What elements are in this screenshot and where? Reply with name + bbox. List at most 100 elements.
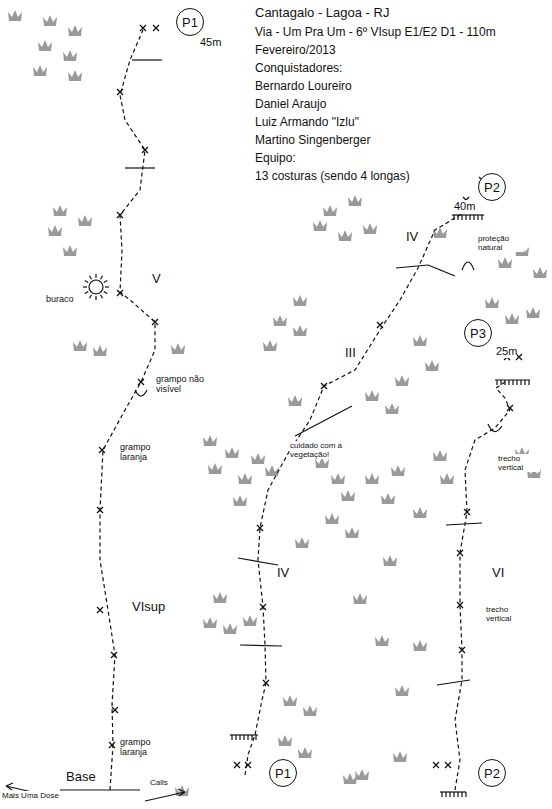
tuft bbox=[273, 315, 287, 326]
tuft bbox=[395, 375, 409, 386]
bolt bbox=[117, 89, 123, 95]
tuft bbox=[433, 227, 447, 238]
tuft bbox=[381, 493, 395, 504]
hatch bbox=[445, 792, 446, 797]
tuft bbox=[73, 340, 87, 351]
station-line bbox=[452, 214, 484, 215]
bolt bbox=[112, 707, 118, 713]
hatch bbox=[520, 380, 521, 385]
bolt bbox=[97, 607, 103, 613]
tuft bbox=[213, 592, 227, 603]
tuft bbox=[341, 490, 355, 501]
hatch bbox=[243, 735, 244, 740]
tuft bbox=[238, 473, 252, 484]
bolt-marks bbox=[97, 25, 522, 768]
bolt bbox=[464, 509, 470, 515]
tuft bbox=[383, 555, 397, 566]
hatch bbox=[453, 792, 454, 797]
hatch bbox=[235, 735, 236, 740]
tuft bbox=[293, 295, 307, 306]
belay-circle: P1 bbox=[269, 759, 297, 787]
tuft bbox=[63, 50, 77, 61]
bolt bbox=[109, 742, 115, 748]
tuft bbox=[395, 685, 409, 696]
tuft bbox=[343, 773, 357, 784]
hatch bbox=[469, 215, 470, 220]
tuft bbox=[355, 769, 369, 780]
bolt bbox=[245, 762, 251, 768]
neighbour-route: Calls bbox=[150, 778, 168, 787]
hatch bbox=[528, 380, 529, 385]
tuft bbox=[68, 70, 82, 81]
tuft bbox=[375, 635, 389, 646]
tuft bbox=[278, 735, 292, 746]
belay-number: P1 bbox=[182, 16, 198, 29]
pitch-length: 25m bbox=[496, 345, 517, 358]
tuft bbox=[365, 473, 379, 484]
tuft bbox=[526, 307, 540, 318]
bolt bbox=[117, 212, 123, 218]
belay-number: P3 bbox=[470, 327, 486, 340]
note: grampo laranja bbox=[120, 442, 168, 463]
tuft bbox=[425, 360, 439, 371]
tuft bbox=[365, 390, 379, 401]
tuft bbox=[33, 65, 47, 76]
hatch bbox=[461, 792, 462, 797]
hatch bbox=[504, 380, 505, 385]
tuft bbox=[251, 453, 265, 464]
tuft bbox=[203, 435, 217, 446]
belay-circle: P1 bbox=[176, 8, 204, 36]
tuft bbox=[363, 223, 377, 234]
ray bbox=[90, 276, 92, 279]
tuft bbox=[303, 705, 317, 716]
tuft bbox=[171, 343, 185, 354]
tuft bbox=[413, 335, 427, 346]
hatch bbox=[457, 215, 458, 220]
note: grampo laranja bbox=[120, 737, 168, 758]
hatch bbox=[477, 215, 478, 220]
note: grampo não visível bbox=[156, 374, 216, 395]
tuft bbox=[313, 220, 327, 231]
ray bbox=[95, 274, 96, 278]
bolt bbox=[377, 322, 383, 328]
hole-symbol bbox=[89, 280, 103, 294]
hatch bbox=[251, 735, 252, 740]
bolt bbox=[321, 383, 327, 389]
hatch bbox=[496, 380, 497, 385]
note: trecho vertical bbox=[486, 605, 528, 623]
route-3 bbox=[455, 382, 510, 790]
bolt bbox=[257, 525, 263, 531]
belay-circle: P2 bbox=[478, 173, 506, 201]
natural-pro-arc bbox=[462, 262, 474, 270]
pitch-length: 40m bbox=[454, 200, 475, 213]
ray bbox=[101, 276, 103, 279]
arc bbox=[488, 424, 502, 432]
route-lines bbox=[100, 30, 510, 790]
vegetation bbox=[8, 10, 547, 796]
hidden-bolt-arc bbox=[135, 390, 147, 396]
grade: IV bbox=[277, 566, 289, 581]
tuft bbox=[385, 403, 399, 414]
tuft bbox=[533, 267, 547, 278]
ray bbox=[95, 296, 96, 300]
heading: Conquistadores: bbox=[255, 62, 342, 76]
hatch bbox=[516, 380, 517, 385]
hatch bbox=[453, 215, 454, 220]
tuft bbox=[8, 10, 22, 21]
tuft bbox=[353, 593, 367, 604]
bolt bbox=[142, 147, 148, 153]
tuft bbox=[78, 215, 92, 226]
tuft bbox=[331, 473, 345, 484]
tuft bbox=[391, 465, 405, 476]
tuft bbox=[43, 15, 57, 26]
topo-title: Cantagalo - Lagoa - RJ bbox=[255, 6, 389, 21]
heading: Equipo: bbox=[255, 152, 296, 166]
hatch bbox=[500, 380, 501, 385]
hatch bbox=[441, 792, 442, 797]
tuft bbox=[225, 447, 239, 458]
tuft bbox=[338, 230, 352, 241]
tuft bbox=[53, 205, 67, 216]
grade: IV bbox=[406, 230, 418, 245]
tuft bbox=[265, 465, 279, 476]
tuft bbox=[38, 40, 52, 51]
